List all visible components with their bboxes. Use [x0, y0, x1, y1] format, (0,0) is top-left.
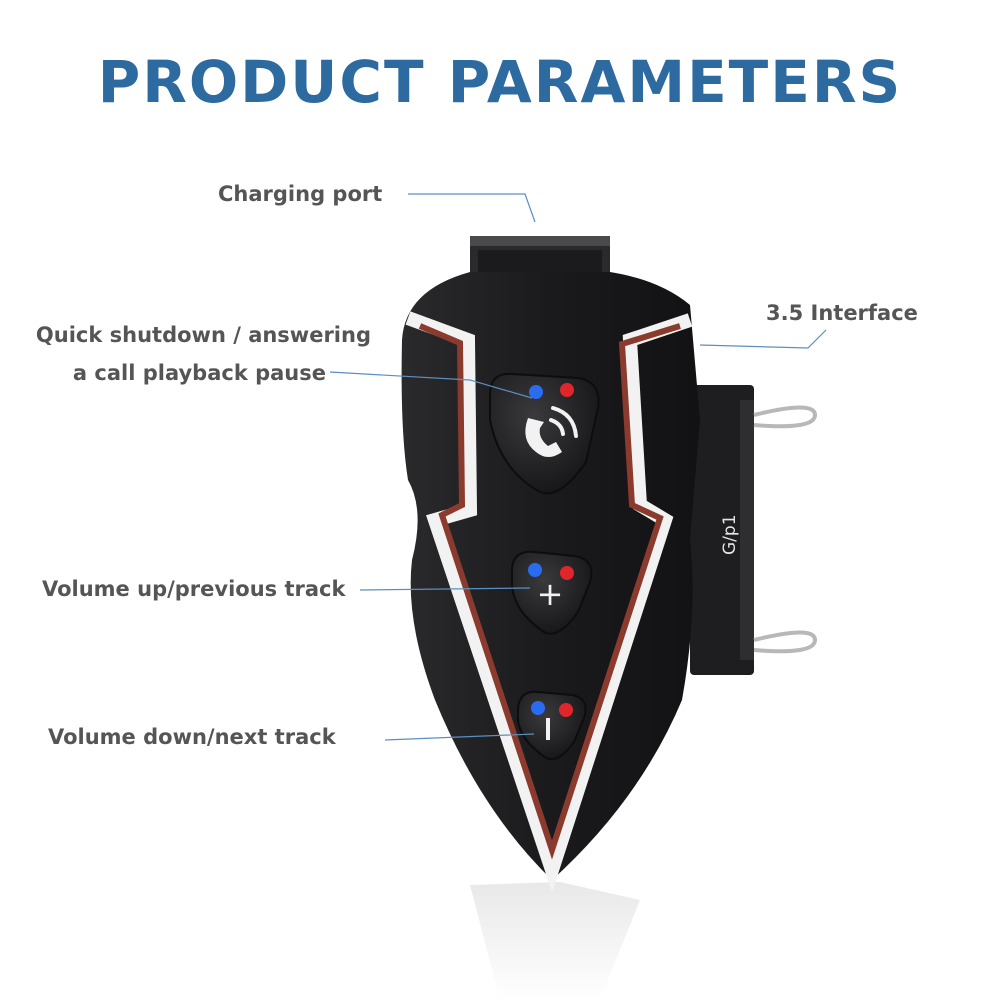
phone-button[interactable]: [489, 372, 600, 495]
volume-up-button[interactable]: +: [511, 550, 593, 635]
minus-icon: [546, 718, 550, 740]
side-marking: G/p1: [720, 514, 740, 555]
led-blue: [531, 701, 545, 715]
volume-down-button[interactable]: [517, 690, 587, 761]
led-blue: [528, 563, 542, 577]
side-clip: G/p1: [690, 385, 818, 675]
label-volume-down: Volume down/next track: [48, 725, 336, 749]
led-red: [560, 566, 574, 580]
page-title: PRODUCT PARAMETERS: [97, 48, 903, 116]
label-quick-shutdown-line1: Quick shutdown / answering: [35, 323, 371, 347]
led-red: [559, 703, 573, 717]
device-reflection: [470, 882, 640, 1000]
label-charging-port: Charging port: [218, 182, 383, 206]
label-3-5-interface: 3.5 Interface: [766, 301, 918, 325]
label-volume-up: Volume up/previous track: [42, 577, 346, 601]
leader-lines: [329, 193, 827, 741]
plus-icon: +: [537, 575, 564, 613]
led-red: [560, 383, 574, 397]
body-stripes: [405, 311, 693, 893]
charging-port: [470, 236, 610, 276]
led-blue: [529, 385, 543, 399]
phone-icon: [525, 406, 578, 457]
label-quick-shutdown-line2: a call playback pause: [72, 361, 326, 385]
